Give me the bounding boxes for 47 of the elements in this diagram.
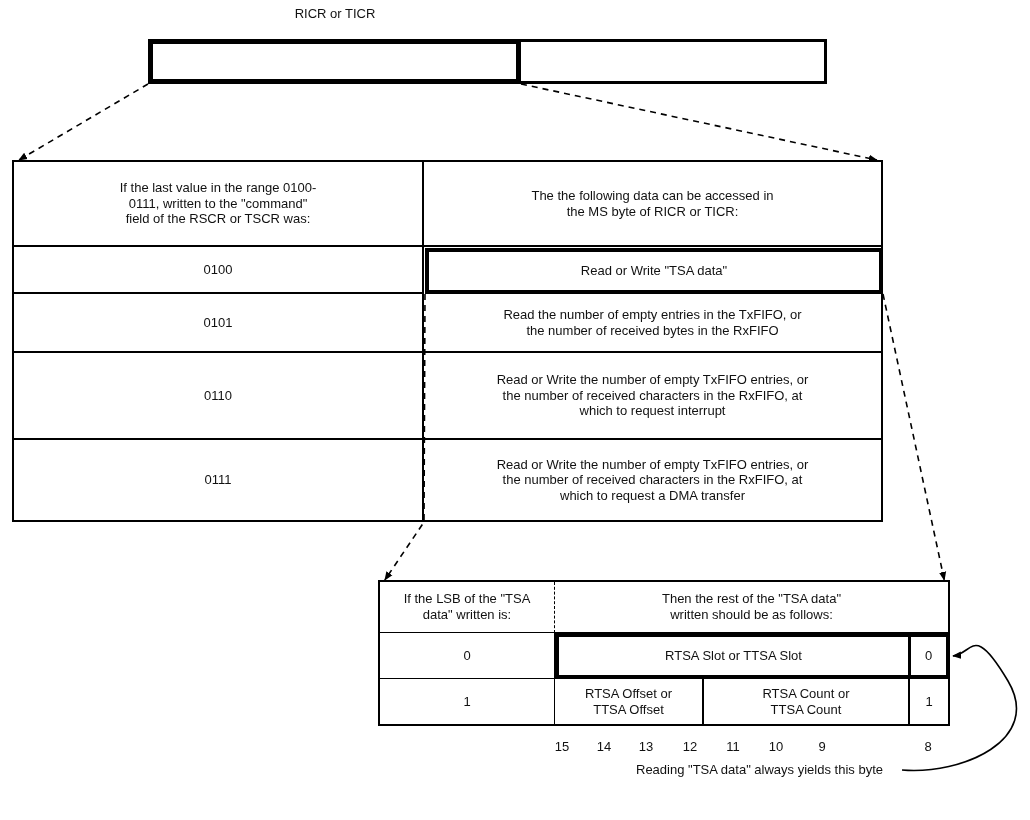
table-cell: [14, 294, 424, 353]
bit-number: 8: [924, 739, 932, 754]
curved-arrow: [901, 644, 1018, 772]
table-frame: [378, 580, 950, 726]
table-cell: [425, 248, 883, 294]
cell-text: 0: [463, 647, 471, 664]
dashed-arrow: [520, 83, 878, 162]
cell-text: 0: [924, 648, 933, 664]
cell-text: Read or Write the number of empty TxFIFO entries, or the number of received characters in the RxFIFO, at which to request a DMA transfer: [495, 456, 810, 504]
cell-text: Read or Write the number of empty TxFIFO entries, or the number of received characters in the RxFIFO, at which to request interrupt: [495, 372, 810, 419]
cell-text: 0110: [204, 387, 232, 404]
table-cell: [14, 353, 424, 440]
register-byte-box: [518, 39, 827, 84]
cell-text: If the LSB of the "TSA data" written is:: [402, 591, 532, 623]
bit-number: 12: [682, 739, 698, 754]
table-cell: [555, 633, 910, 679]
cell-text: The the following data can be accessed in the MS byte of RICR or TICR:: [530, 187, 775, 220]
dashed-arrow: [882, 293, 947, 581]
cell-text: Then the rest of the "TSA data" written should be as follows:: [660, 591, 843, 623]
cell-text: 1: [463, 693, 471, 710]
bit-number: 13: [638, 739, 654, 754]
table-cell: [14, 247, 424, 294]
cell-text: 0101: [203, 314, 233, 331]
bit-number: 10: [768, 739, 784, 754]
table-frame: [12, 160, 883, 522]
cell-text: Read or Write "TSA data": [580, 263, 728, 279]
bit-number: 11: [726, 739, 740, 754]
register-label: RICR or TICR: [294, 6, 376, 21]
cell-text: 0111: [204, 472, 232, 488]
cell-text: Read the number of empty entries in the TxFIFO, or the number of received bytes in the RxFIFO: [502, 306, 803, 339]
cell-text: RTSA Slot or TTSA Slot: [665, 648, 802, 664]
cell-text: RTSA Offset or TTSA Offset: [584, 685, 673, 718]
note-text: Reading "TSA data" always yields this byte: [636, 762, 883, 778]
register-byte-box: [148, 39, 521, 84]
cell-text: RTSA Count or TTSA Count: [761, 685, 851, 718]
cell-text: 0100: [203, 261, 233, 278]
bit-number: 14: [596, 739, 612, 754]
cell-text: 1: [925, 693, 933, 710]
table-cell: [14, 162, 424, 247]
table-cell: [380, 582, 555, 633]
table-cell: [380, 633, 555, 679]
dashed-arrow: [18, 83, 149, 161]
dashed-arrow: [384, 293, 426, 581]
cell-text: If the last value in the range 0100-0111, written to the "command" field of the RSCR or TSCR was:: [118, 180, 318, 227]
bit-number: 9: [818, 739, 826, 754]
bit-number: 15: [554, 739, 570, 754]
table-cell: [910, 633, 950, 679]
